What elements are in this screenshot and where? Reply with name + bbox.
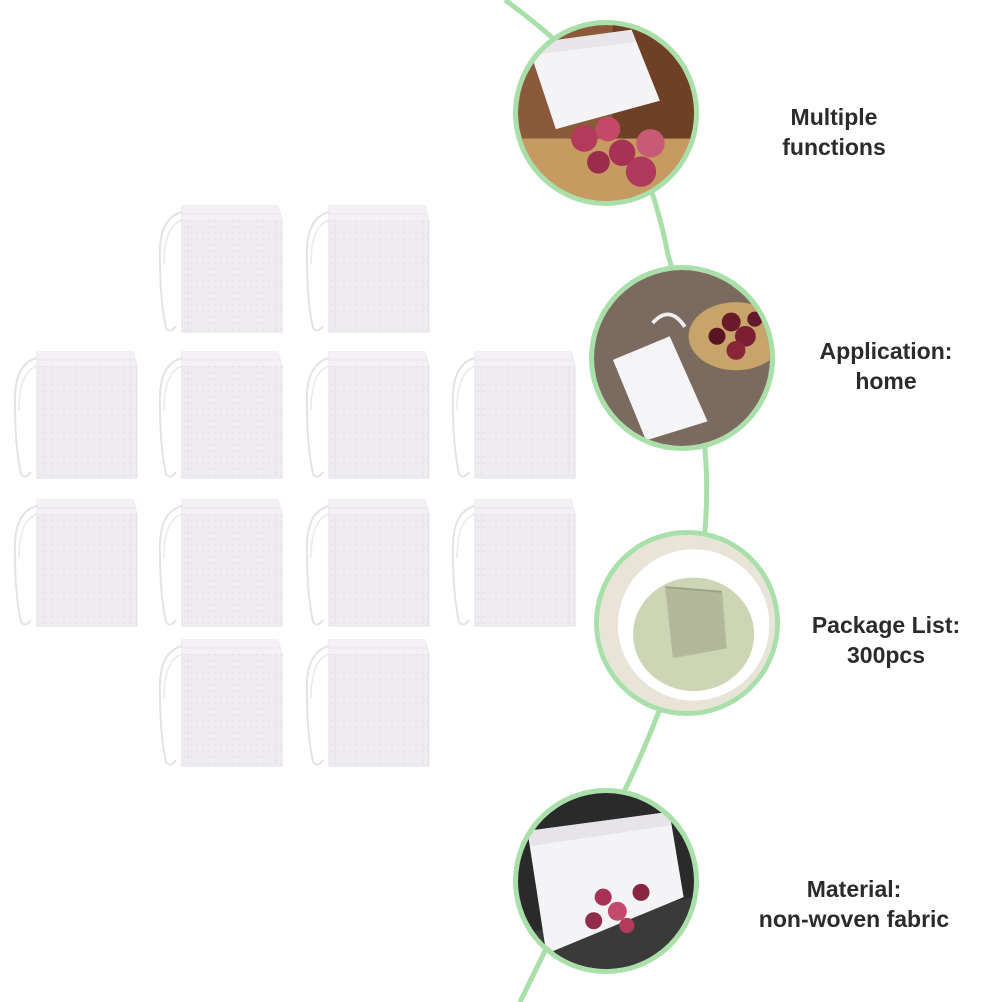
tea-bag — [287, 634, 437, 774]
tea-bag — [433, 346, 583, 486]
tea-bag — [0, 494, 145, 634]
feature-label-1: Multiple functions — [782, 104, 886, 160]
tea-bag — [140, 494, 290, 634]
feature-label-2: Application: home — [819, 338, 953, 394]
feature-label-4: Material: non-woven fabric — [758, 876, 950, 932]
feature-label-3: Package List: 300pcs — [811, 612, 961, 668]
feature-photo-rose-tea-bag-closeup — [513, 788, 699, 974]
tea-bag — [287, 494, 437, 634]
feature-photo-hibiscus-tea-bag — [589, 265, 775, 451]
feature-photo-tea-bag-in-cup — [594, 530, 780, 716]
feature-photo-rose-tea-bag — [513, 20, 699, 206]
tea-bag — [140, 200, 290, 340]
tea-bag — [0, 346, 145, 486]
tea-bag — [140, 634, 290, 774]
tea-bag-grid — [0, 0, 600, 800]
tea-bag — [433, 494, 583, 634]
tea-bag — [287, 200, 437, 340]
tea-bag — [140, 346, 290, 486]
tea-bag — [287, 346, 437, 486]
